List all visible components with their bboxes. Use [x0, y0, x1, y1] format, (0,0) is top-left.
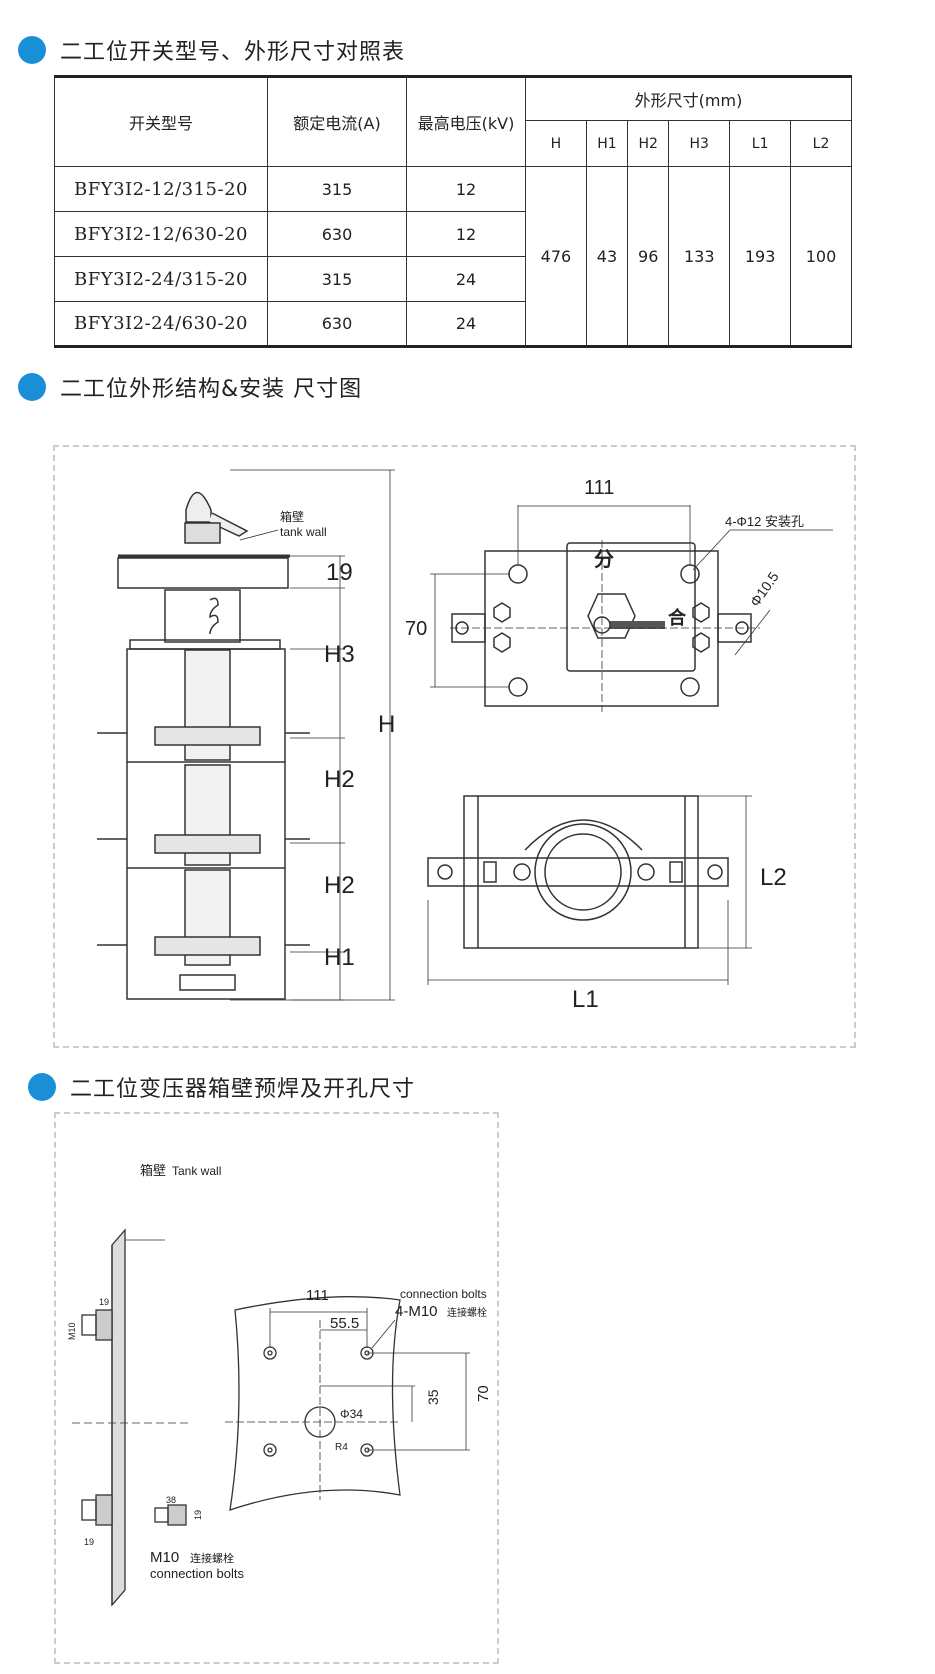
cell-model: BFY3I2-12/315-20	[54, 166, 268, 212]
dim-19-top: 19	[99, 1297, 109, 1307]
bullet-dot-icon	[18, 373, 46, 401]
dim-55-5: 55.5	[330, 1315, 359, 1332]
header-dims: 外形尺寸(mm)	[525, 76, 852, 121]
cell-voltage: 24	[406, 301, 526, 347]
structure-diagram-frame	[53, 445, 856, 1048]
dim-L1: L1	[572, 986, 599, 1013]
dim-m10-vertical: M10	[67, 1322, 77, 1340]
table-row: BFY3I2-24/630-20 630 24	[54, 301, 852, 347]
dim-col: H1	[585, 120, 629, 167]
cell-current: 630	[267, 301, 407, 347]
connection-bolts-en: connection bolts	[400, 1287, 487, 1301]
dim-H1: H1	[324, 944, 355, 971]
dim-L2: L2	[760, 864, 787, 891]
connection-bolts-cn: 连接螺栓	[447, 1306, 487, 1319]
dim-35: 35	[425, 1389, 441, 1405]
dim-111: 111	[306, 1287, 329, 1304]
section-header-welding: 二工位变压器箱壁预焊及开孔尺寸	[28, 1071, 415, 1103]
dim-38: 38	[166, 1495, 176, 1505]
section-header-table: 二工位开关型号、外形尺寸对照表	[18, 34, 405, 66]
dim-19-bolt: 19	[193, 1510, 203, 1520]
section-title: 二工位开关型号、外形尺寸对照表	[60, 40, 406, 65]
dim-phi34: Φ34	[340, 1407, 363, 1421]
tank-wall-cn-label: 箱壁	[140, 1163, 166, 1178]
bolt-cn-label: 连接螺栓	[190, 1551, 234, 1565]
section-header-structure: 二工位外形结构&安装 尺寸图	[18, 371, 362, 403]
table-row: BFY3I2-12/630-20 630 12	[54, 211, 852, 257]
cell-model: BFY3I2-12/630-20	[54, 211, 268, 257]
dim-H3: H3	[324, 641, 355, 668]
bullet-dot-icon	[28, 1073, 56, 1101]
dim-19-bottom: 19	[84, 1537, 94, 1547]
cell-voltage: 24	[406, 256, 526, 302]
bullet-dot-icon	[18, 36, 46, 64]
switch-front-view	[427, 795, 752, 985]
cell-voltage: 12	[406, 166, 526, 212]
position-close-label: 合	[668, 607, 687, 628]
tank-wall-en-label: tank wall	[280, 525, 327, 539]
tank-wall-cn-label: 箱壁	[280, 509, 304, 524]
dim-r4: R4	[335, 1442, 348, 1453]
welding-diagram-frame	[54, 1112, 499, 1664]
bolt-en-label: connection bolts	[150, 1566, 244, 1581]
dim-H2-lower: H2	[324, 872, 355, 899]
cell-current: 630	[267, 211, 407, 257]
dim-H: H	[378, 711, 395, 738]
table-row: BFY3I2-24/315-20 315 24	[54, 256, 852, 302]
dim-111: 111	[584, 477, 614, 499]
header-voltage: 最高电压(kV)	[406, 76, 526, 167]
cell-dim-L1: 193	[729, 166, 792, 347]
tank-wall-section	[72, 1228, 190, 1607]
section-title: 二工位外形结构&安装 尺寸图	[60, 377, 363, 402]
mounting-holes-label: 4-Φ12 安装孔	[725, 514, 804, 529]
switch-top-view	[430, 505, 833, 712]
dim-col: H3	[668, 120, 731, 167]
welding-diagram: 箱壁 Tank wall 19 M10 19 38 19 M10 连接螺栓 co…	[67, 1163, 492, 1607]
section-title: 二工位变压器箱壁预焊及开孔尺寸	[70, 1077, 416, 1102]
spec-table: 开关型号 额定电流(A) 最高电压(kV) 外形尺寸(mm) H H1 H2 H…	[54, 75, 852, 348]
hole-pattern	[225, 1296, 470, 1511]
switch-side-view	[97, 491, 310, 1000]
table-row: BFY3I2-12/315-20 315 12 476 43 96 133 19…	[54, 166, 852, 347]
position-open-label: 分	[594, 548, 614, 571]
dim-70: 70	[405, 618, 427, 640]
header-model: 开关型号	[54, 76, 268, 167]
cell-dim-H2: 96	[627, 166, 670, 347]
connection-bolts-m10: 4-M10	[395, 1303, 438, 1320]
dim-H2-upper: H2	[324, 766, 355, 793]
dim-70: 70	[475, 1385, 492, 1402]
cell-model: BFY3I2-24/630-20	[54, 301, 268, 347]
cell-dim-H3: 133	[668, 166, 731, 347]
tank-wall-en-label: Tank wall	[172, 1164, 221, 1178]
cell-dim-L2: 100	[790, 166, 852, 347]
cell-current: 315	[267, 256, 407, 302]
cell-voltage: 12	[406, 211, 526, 257]
bolt-m10-label: M10	[150, 1549, 179, 1566]
cell-dim-H1: 43	[585, 166, 629, 347]
dim-col: H	[525, 120, 587, 167]
dim-19: 19	[326, 559, 353, 586]
dim-col: L1	[729, 120, 792, 167]
dim-phi10-5: Φ10.5	[747, 569, 782, 610]
cell-dim-H: 476	[525, 166, 587, 347]
dim-col: H2	[627, 120, 670, 167]
